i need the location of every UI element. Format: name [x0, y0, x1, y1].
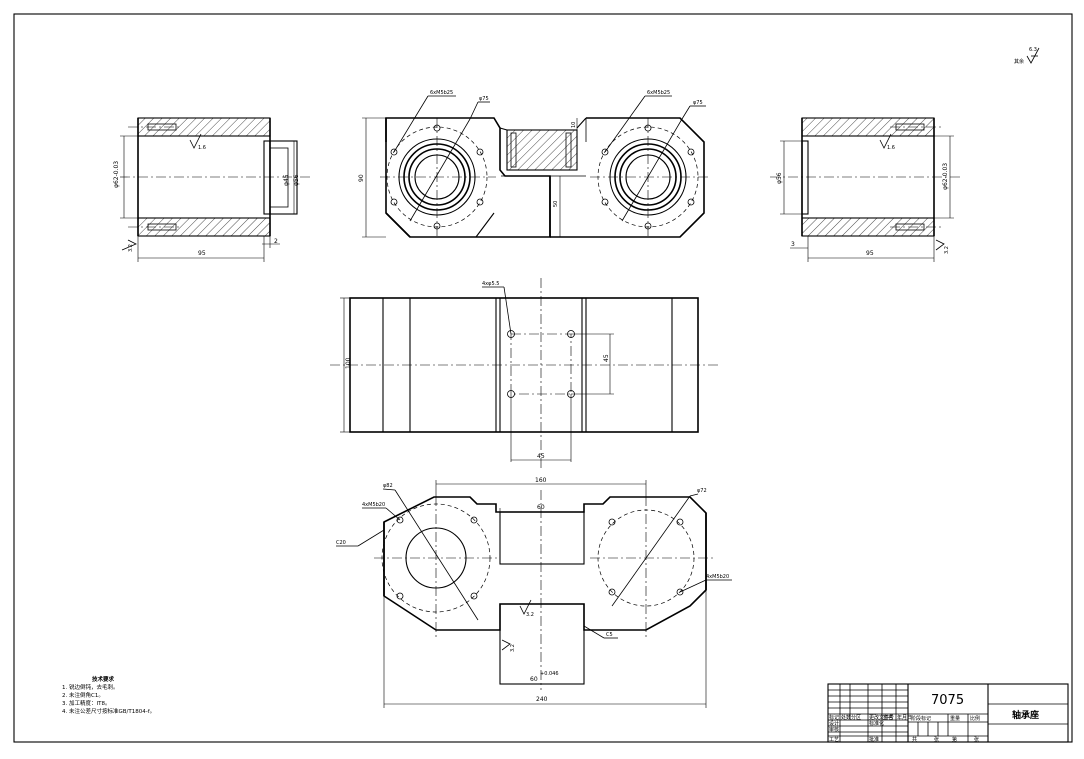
callout-front-thread-right: 6xM5b25	[647, 90, 670, 96]
tb-label-craft: 工艺	[829, 737, 839, 743]
roughness-symbol-general: 其余 6.3	[1014, 47, 1040, 65]
front-right-bolt-holes	[601, 124, 695, 230]
dim-top-160: 160	[535, 477, 547, 484]
tb-label-design: 设计	[829, 720, 839, 727]
dim-top-60: 60	[537, 504, 545, 511]
dim-left-phi45: φ45	[283, 174, 290, 186]
tb-label-standard: 标准化	[869, 720, 884, 727]
tech-note-4: 4. 未注公差尺寸按标准GB/T1804-f。	[62, 709, 156, 715]
callout-top-thread-left: 4xM5b20	[362, 502, 385, 508]
dim-left-2: 2	[274, 238, 278, 245]
dim-top-60tol: 60	[530, 676, 538, 683]
tb-row-label-1: 处数	[841, 714, 851, 721]
tech-note-1: 1. 锐边倒钝，去毛刺。	[62, 685, 119, 691]
top-view: 160 60 φ82 4xM5b20 C20 φ72 4xM5b20 C5 3.…	[336, 477, 732, 708]
tb-label-total: 共	[912, 736, 917, 743]
tb-label-review: 审核	[829, 726, 839, 733]
technical-requirements: 技术要求 1. 锐边倒钝，去毛刺。 2. 未注倒角C1。 3. 加工精度：IT8…	[62, 676, 155, 716]
roughness-right-16: 1.6	[887, 145, 895, 151]
dim-right-95: 95	[866, 250, 874, 257]
tech-note-2: 2. 未注倒角C1。	[62, 693, 104, 699]
dim-top-60tol-sup: +0.046	[540, 671, 559, 677]
dim-front-50: 50	[553, 201, 559, 207]
callout-top-thread-right: 4xM5b20	[706, 574, 729, 580]
callout-top-phi72: φ72	[697, 488, 707, 494]
tb-row-label-3: 更改文件号	[869, 714, 894, 721]
dim-left-95: 95	[198, 250, 206, 257]
roughness-left-32: 3.2	[128, 244, 134, 252]
tech-note-3: 3. 加工精度：IT8。	[62, 701, 111, 707]
callout-front-phi75-left: φ75	[479, 96, 489, 102]
tb-label-approve: 批准	[869, 736, 879, 743]
drawing-border	[13, 13, 1073, 743]
dim-left-phi62: φ62-0.03	[113, 161, 120, 188]
dim-mid-100: 100	[345, 357, 352, 369]
roughness-value: 6.3	[1029, 47, 1037, 53]
tb-label-stage: 阶段标记	[911, 715, 931, 722]
roughness-right-32: 3.2	[944, 246, 950, 254]
callout-mid-holes: 4xφ5.5	[482, 281, 499, 287]
callout-top-c20: C20	[336, 540, 346, 546]
tb-row-label-2: 分区	[851, 714, 861, 721]
dim-left-phi56: φ56	[293, 174, 300, 186]
top-left-bolt-holes	[396, 516, 478, 600]
tb-row-label-4: 签名	[883, 714, 893, 721]
dim-mid-45h: 45	[537, 453, 545, 460]
front-view: 90	[358, 90, 710, 238]
callout-front-phi75-right: φ75	[693, 100, 703, 106]
tb-label-sheet-no: 第	[952, 736, 957, 743]
tb-label-sheets-b: 张	[974, 736, 979, 743]
tb-row-label-0: 标记	[829, 714, 839, 721]
middle-view: 4xφ5.5 100 45 45	[330, 278, 720, 470]
dim-front-90: 90	[358, 174, 365, 182]
tech-notes-title: 技术要求	[92, 677, 115, 683]
left-section-view: φ62-0.03 φ45 φ56 95 2 1.6 3.2	[113, 117, 310, 262]
part-name: 轴承座	[1012, 709, 1039, 721]
right-section-view: φ56 φ62-0.03 95 3 1.6 3.2	[770, 117, 960, 262]
tb-label-scale: 比例	[970, 715, 980, 722]
roughness-top-32b: 3.2	[510, 644, 516, 652]
callout-top-c5: C5	[606, 632, 613, 638]
part-code: 7075	[931, 693, 964, 708]
front-left-bolt-holes	[390, 124, 484, 230]
title-block: 7075 轴承座 标记 处数 分区 更改文件号 签名 年月日 设计 标准化 阶段…	[827, 683, 1069, 743]
dim-right-phi56: φ56	[776, 172, 783, 184]
dim-right-3: 3	[791, 241, 795, 248]
callout-top-phi82: φ82	[383, 483, 393, 489]
roughness-prefix: 其余	[1014, 58, 1024, 65]
dim-right-phi62: φ62-0.03	[942, 163, 949, 190]
dim-top-240: 240	[536, 696, 548, 703]
roughness-top-32a: 3.2	[526, 612, 534, 618]
top-right-bolt-holes	[608, 518, 684, 596]
tb-row-label-5: 年月日	[897, 714, 912, 721]
roughness-left-16: 1.6	[198, 145, 206, 151]
callout-front-thread-left: 6xM5b25	[430, 90, 453, 96]
dim-mid-45v: 45	[603, 354, 610, 362]
dim-front-10: 10	[571, 122, 577, 128]
tb-label-weight: 重量	[950, 715, 960, 722]
tb-label-sheets-a: 张	[934, 736, 939, 743]
